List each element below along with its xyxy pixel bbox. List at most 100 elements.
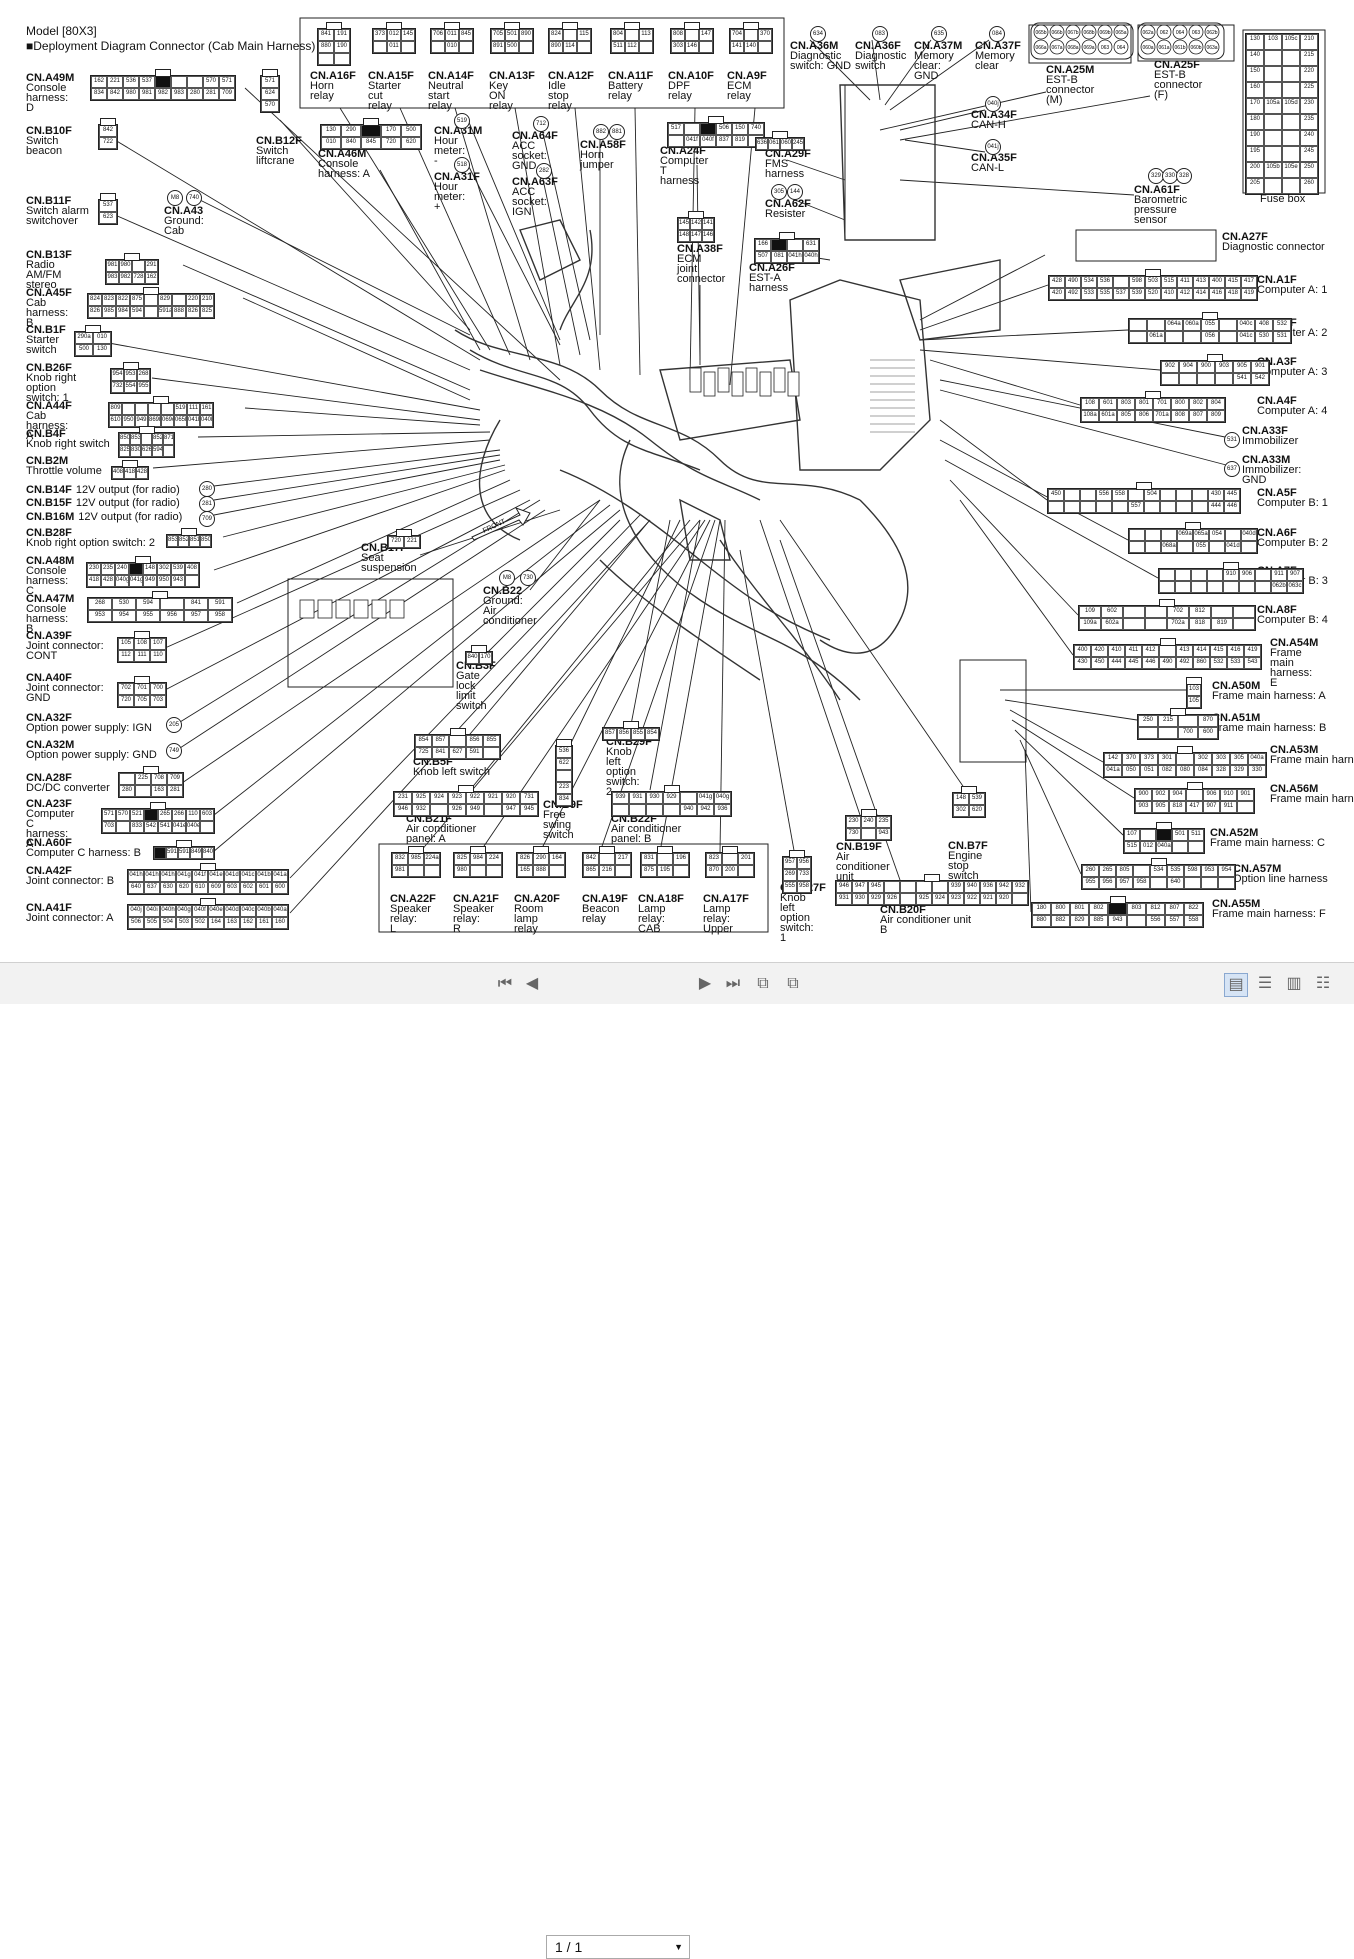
previous-page-icon[interactable]: ◀ xyxy=(525,975,539,992)
connector-description: Hour meter: - xyxy=(434,135,466,167)
pin-cell: 235 xyxy=(876,816,891,828)
pin-cell: 490 xyxy=(1065,276,1081,288)
connector-id: CN.A12F xyxy=(548,70,594,82)
two-page-continuous-view-icon[interactable]: ☷ xyxy=(1315,975,1331,992)
pin-cell: 852 xyxy=(152,433,163,445)
pin-cell: 230 xyxy=(846,816,861,828)
connector-description: Knob left option switch: 1 xyxy=(780,892,814,944)
pin-cell: 946 xyxy=(394,804,412,816)
terminal-circle: 749 xyxy=(166,743,182,759)
round-pin-label: 062 xyxy=(1160,30,1169,36)
pin-cell xyxy=(1159,581,1175,593)
page-selector[interactable]: 1 / 1 ▼ xyxy=(546,1935,690,1959)
connector-id: CN.B2M xyxy=(26,455,69,467)
pin-cell: 224a xyxy=(424,853,440,865)
pin-cell xyxy=(1165,331,1183,343)
pin-cell: 920 xyxy=(996,893,1012,905)
terminal-circle: M8 xyxy=(499,570,515,586)
pin-cell: 929 xyxy=(663,792,680,804)
pin-cell xyxy=(161,403,174,415)
copy-page-icon[interactable]: ⧉ xyxy=(757,975,769,992)
pin-cell xyxy=(318,53,334,65)
pin-cell: 265 xyxy=(1099,865,1116,877)
pin-cell: 224 xyxy=(486,853,502,865)
pin-cell: 040a xyxy=(1248,753,1266,765)
pin-cell: 490 xyxy=(1159,657,1176,669)
connector-id: CN.A57M xyxy=(1233,863,1282,875)
connector-description: Option line harness xyxy=(1233,873,1328,885)
pin-cell: 956 xyxy=(1099,877,1116,889)
single-page-view-icon[interactable]: ▤ xyxy=(1224,973,1248,997)
connector-id: CN.A36F xyxy=(855,40,901,52)
pin-cell xyxy=(171,76,187,88)
relay-block xyxy=(703,371,716,397)
pin-cell: 130 xyxy=(1246,34,1264,50)
terminal-circle: 144 xyxy=(787,184,803,200)
last-page-icon[interactable]: ⏭ xyxy=(725,975,741,992)
connector-id: CN.A56M xyxy=(1270,783,1319,795)
harness-bundle xyxy=(478,419,521,541)
pin-cell: 905 xyxy=(1233,361,1251,373)
leader-line xyxy=(944,459,1159,579)
pin-cell xyxy=(1175,581,1191,593)
pin-cell: 939 xyxy=(948,881,964,893)
connector-id: CN.A4F xyxy=(1257,395,1297,407)
relay-block xyxy=(299,599,315,619)
leader-line xyxy=(213,469,506,571)
leader-line xyxy=(244,87,561,381)
pin-cell: 210 xyxy=(1300,34,1318,50)
pin-cell: 955 xyxy=(1082,877,1099,889)
pin-cell: 834 xyxy=(556,794,572,806)
pin-cell: 428 xyxy=(1049,276,1065,288)
pin-cell: 850 xyxy=(200,535,211,547)
pin-cell: 011 xyxy=(387,41,401,53)
connector-latch-icon xyxy=(122,362,139,370)
pin-cell: 831 xyxy=(641,853,657,865)
pin-cell xyxy=(1140,829,1156,841)
duplicate-page-icon[interactable]: ⧉ xyxy=(787,975,799,992)
pin-cell xyxy=(861,828,876,840)
connector-latch-icon xyxy=(458,785,474,793)
pin-cell: 215 xyxy=(1300,50,1318,66)
round-pin-label: 062b xyxy=(1206,30,1217,36)
pin-cell xyxy=(1233,618,1255,630)
first-page-icon[interactable]: ⏮ xyxy=(497,975,513,992)
connector-latch-icon xyxy=(624,22,640,30)
connector-latch-icon xyxy=(688,211,704,219)
two-page-view-icon[interactable]: ▥ xyxy=(1286,975,1302,992)
pin-cell: 142 xyxy=(1104,753,1122,765)
pin-cell xyxy=(431,41,445,53)
connector-id: CN.A10F xyxy=(668,70,714,82)
pin-cell xyxy=(1225,529,1241,541)
harness-bundle xyxy=(679,498,731,561)
connector-id: CN.B19F xyxy=(836,841,882,853)
continuous-view-icon[interactable]: ☰ xyxy=(1257,975,1273,992)
round-pin-label: 069b xyxy=(1099,30,1110,36)
pin-cell: 415 xyxy=(1210,645,1227,657)
pin-cell: 542 xyxy=(144,821,158,833)
connector-id: CN.B22F xyxy=(611,813,657,825)
leader-line xyxy=(199,199,471,336)
pin-cell xyxy=(129,563,143,575)
leader-line xyxy=(569,519,681,746)
pin-cell xyxy=(1080,501,1096,513)
connector-latch-icon xyxy=(152,591,168,599)
pin-cell xyxy=(484,804,502,816)
pin-cell xyxy=(154,847,166,859)
next-page-icon[interactable]: ▶ xyxy=(698,975,712,992)
leader-line xyxy=(182,264,471,391)
connector-description: Computer B: 1 xyxy=(1257,497,1328,509)
connector-id: CN.A39F xyxy=(26,630,72,642)
connector-description: Frame main harness: A xyxy=(1212,690,1326,702)
